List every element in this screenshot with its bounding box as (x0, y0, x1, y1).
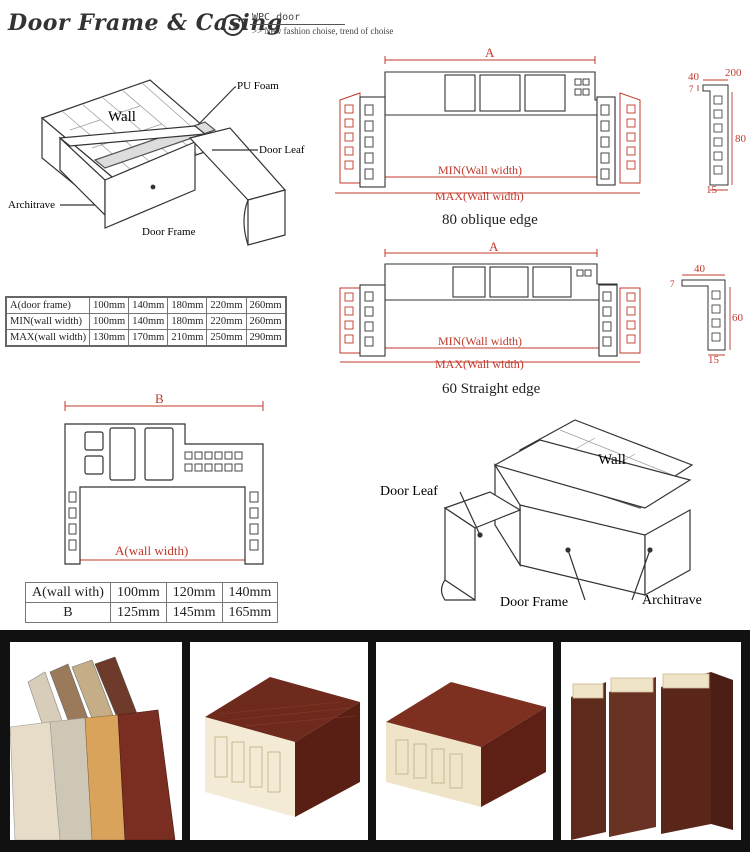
table-cell: 250mm (206, 329, 247, 347)
table-cell: 100mm (89, 313, 130, 330)
table-cell: MAX(wall width) (5, 329, 91, 347)
label-wall-2: Wall (598, 452, 626, 468)
profile-60-detail: 40 7 60 15 (670, 263, 744, 365)
table-cell: 220mm (206, 296, 247, 314)
table-cell: 180mm (167, 313, 208, 330)
label-wall: Wall (108, 109, 136, 125)
casing-isometric-diagram: Wall Door Leaf Door Frame Architrave (380, 419, 702, 610)
table-cell: 130mm (89, 329, 130, 347)
dim-7-80: 7 (689, 84, 694, 94)
subtitle-bottom: >> New fashion choise, trend of choise (252, 26, 394, 36)
table-cell: 125mm (109, 602, 167, 623)
door-frame-isometric-diagram: Wall PU Foam Door Leaf Architrave Door F… (8, 79, 305, 246)
photo-frame-mahogany (376, 642, 553, 840)
dim-40-60: 40 (694, 263, 706, 275)
table-cell: 220mm (206, 313, 247, 330)
table-cell: 140mm (128, 296, 169, 314)
dim-max-60: MAX(Wall width) (435, 357, 524, 370)
profile-60-diagram: A MIN(Wall width) MAX(Wall width) (339, 240, 641, 370)
label-door-frame-2: Door Frame (500, 595, 568, 610)
dim-min-60: MIN(Wall width) (438, 334, 522, 348)
table-cell: 165mm (221, 602, 279, 623)
label-architrave-2: Architrave (642, 593, 702, 608)
dim-200-80: 200 (725, 67, 742, 79)
profile-b-diagram: B A(wall width) (64, 392, 264, 565)
profile-80-diagram: A MIN(Wall width) MAX(Wall width) (335, 45, 641, 203)
circle-arrow-icon: ↘ (222, 14, 244, 36)
table-cell: 140mm (221, 582, 279, 603)
dim-7-60: 7 (670, 279, 675, 289)
dim-a-80: A (485, 45, 495, 60)
table-cell: 180mm (167, 296, 208, 314)
table-cell: 290mm (245, 329, 287, 347)
dim-15-60: 15 (708, 354, 720, 365)
dim-min-80: MIN(Wall width) (438, 163, 522, 177)
photo-casing-samples (10, 642, 182, 840)
label-door-frame: Door Frame (142, 226, 196, 238)
table-cell: 210mm (167, 329, 208, 347)
dim-15-80: 15 (706, 184, 718, 196)
dim-a-wall-width: A(wall width) (115, 543, 188, 558)
table-cell: 260mm (245, 296, 287, 314)
profile-80-detail: 40 200 7 80 15 (688, 67, 747, 196)
table-cell: 145mm (165, 602, 223, 623)
dim-60-60: 60 (732, 312, 744, 324)
caption-60-straight: 60 Straight edge (442, 381, 541, 397)
table-cell: 100mm (109, 582, 167, 603)
table-cell: A(door frame) (5, 296, 91, 314)
product-photo-strip (0, 630, 750, 852)
table-cell: MIN(wall width) (5, 313, 91, 330)
table-cell: 170mm (128, 329, 169, 347)
dim-80-80: 80 (735, 133, 747, 145)
label-architrave: Architrave (8, 199, 55, 211)
table-cell: 140mm (128, 313, 169, 330)
label-pu-foam: PU Foam (237, 80, 279, 92)
label-door-leaf: Door Leaf (259, 144, 305, 156)
table-cell: 100mm (89, 296, 130, 314)
photo-frame-wood-grain (190, 642, 368, 840)
caption-80-oblique: 80 oblique edge (442, 212, 538, 228)
dim-a-60: A (489, 240, 499, 254)
dim-max-80: MAX(Wall width) (435, 189, 524, 203)
dim-b: B (155, 392, 164, 406)
photo-frame-profiles-standing (561, 642, 741, 840)
dim-40-80: 40 (688, 71, 700, 83)
table-cell: 120mm (165, 582, 223, 603)
label-door-leaf-2: Door Leaf (380, 484, 438, 499)
subtitle-rule (250, 24, 345, 25)
subtitle-top: WPC door (252, 12, 301, 23)
table-cell: 260mm (245, 313, 287, 330)
table-cell: A(wall with) (25, 582, 111, 603)
table-cell: B (25, 602, 111, 623)
